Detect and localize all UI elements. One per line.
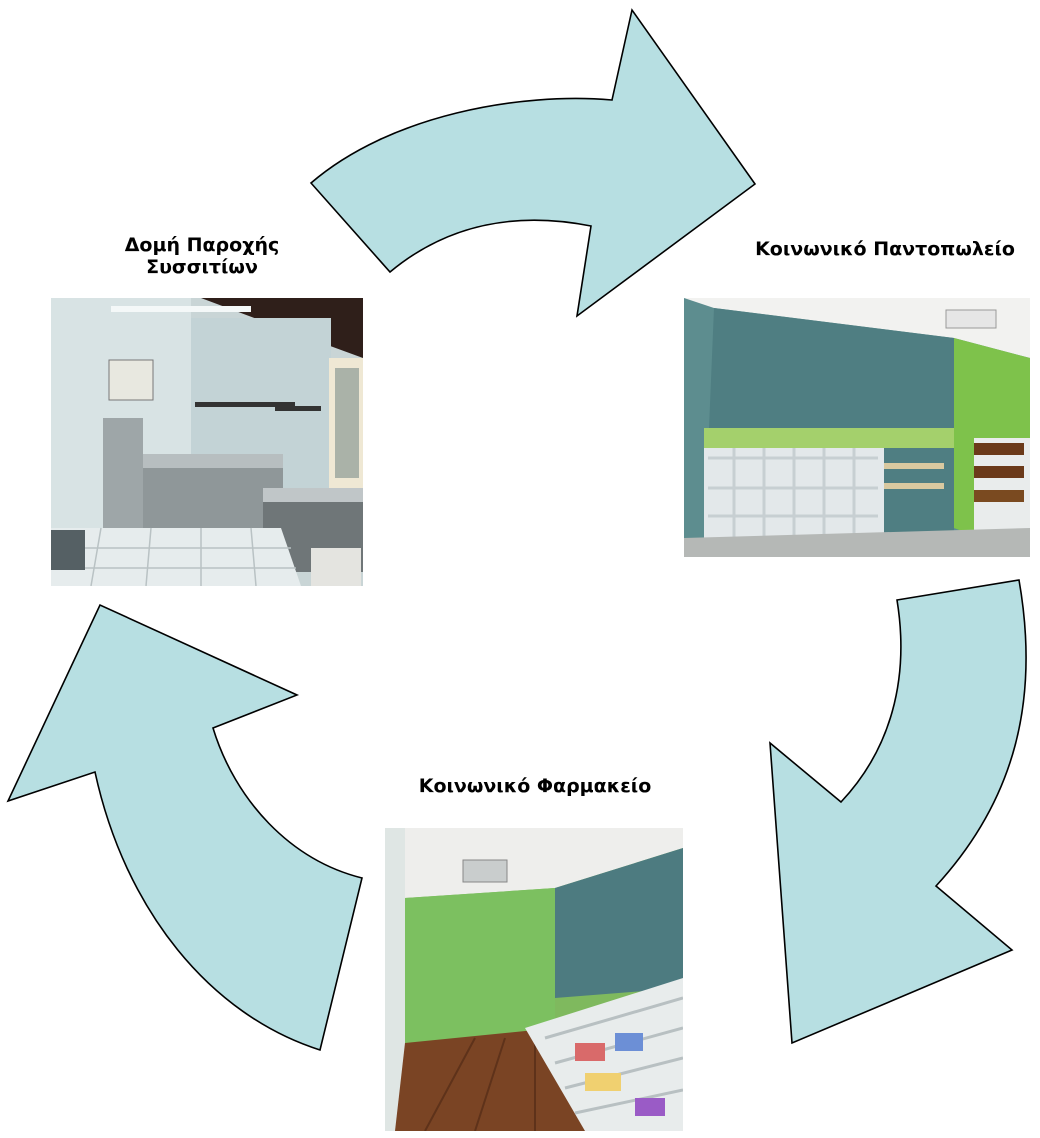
kitchen-label-line2: Συσσιτίων	[146, 256, 258, 278]
arrow-pharmacy-to-kitchen	[6, 603, 363, 1052]
kitchen-label-line1: Δομή Παροχής	[124, 234, 280, 256]
grocery-photo	[684, 298, 1030, 557]
arrow-grocery-to-pharmacy	[769, 579, 1027, 1045]
pharmacy-photo	[385, 828, 683, 1131]
grocery-label: Κοινωνικό Παντοπωλείο	[755, 238, 1015, 260]
kitchen-photo	[51, 298, 363, 586]
pharmacy-label: Κοινωνικό Φαρμακείο	[418, 775, 652, 797]
arrow-kitchen-to-grocery	[309, 8, 757, 318]
kitchen-label: Δομή Παροχής Συσσιτίων	[62, 234, 342, 278]
